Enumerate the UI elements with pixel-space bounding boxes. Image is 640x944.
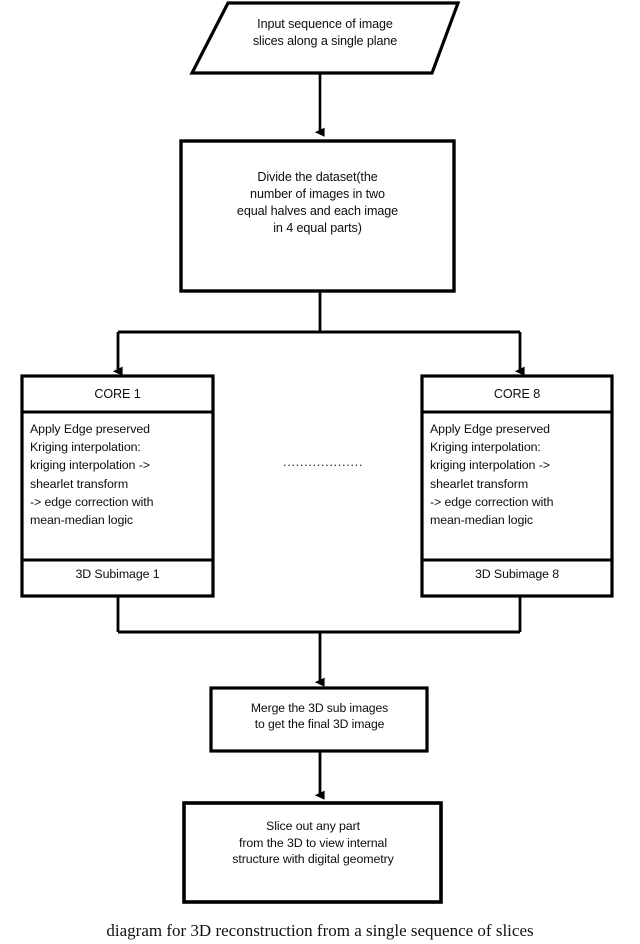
node-input-shape [189, 1, 461, 75]
core-ellipsis-label: ................... [283, 454, 364, 469]
node-slice-shape [182, 801, 443, 904]
node-core8-shape [420, 374, 614, 598]
figure-caption: diagram for 3D reconstruction from a sin… [106, 921, 534, 940]
node-merge-shape [209, 686, 429, 753]
node-core1-shape [20, 374, 215, 598]
node-divide-shape [179, 139, 456, 293]
